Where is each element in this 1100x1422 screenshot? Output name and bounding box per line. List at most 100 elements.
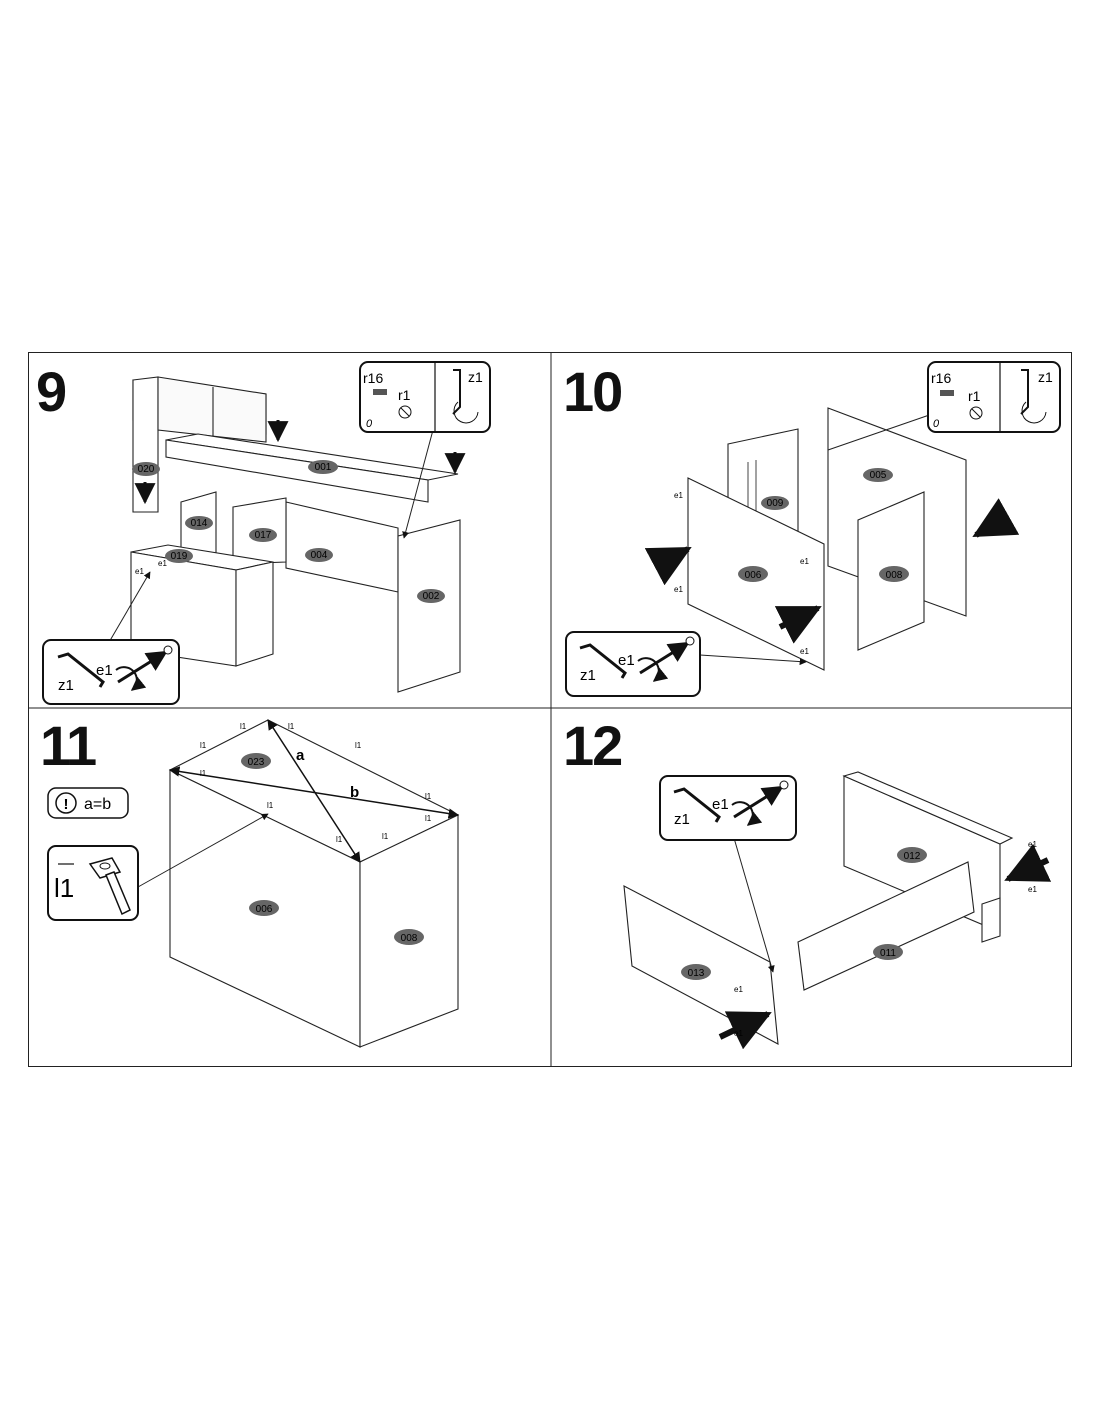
step-10-illustration: [687, 407, 967, 671]
cam-lock-icon: [969, 406, 983, 420]
step-9-tool-callout: z1 e1: [42, 639, 180, 705]
step-10-part-labels: 009 005 006 008 e1 e1 e1 e1: [674, 468, 909, 656]
part-label-014: 014: [191, 518, 208, 529]
screw-insert-arrow-icon: [639, 636, 695, 675]
label-e1-a: e1: [135, 567, 144, 576]
part-label-006: 006: [256, 904, 273, 915]
part-label-001: 001: [315, 462, 332, 473]
callout-label-r16: r16: [931, 370, 951, 386]
svg-text:!: !: [64, 796, 69, 813]
nail-label-4: l1: [355, 741, 362, 750]
nail-label-3: l1: [200, 741, 207, 750]
step-number-9: 9: [36, 360, 67, 423]
callout-label-r1: r1: [398, 387, 411, 403]
callout-label-o: 0: [933, 418, 940, 430]
allen-key-icon: [57, 652, 105, 688]
diagonal-label-b: b: [350, 784, 359, 801]
step-9-illustration: [130, 376, 461, 693]
desk-top-001: [165, 439, 429, 503]
nail-label-5: l1: [200, 769, 207, 778]
part-label-017: 017: [255, 530, 272, 541]
callout-label-e1: e1: [618, 652, 635, 669]
callout-label-e1: e1: [96, 662, 113, 679]
step-10-tool-callout: z1 e1: [565, 631, 701, 697]
part-label-020: 020: [138, 464, 155, 475]
callout-label-o: 0: [366, 418, 373, 430]
step-9-part-labels: 020 001 014 017 004 019 002 e1 e1: [132, 460, 445, 603]
hutch-back: [157, 376, 267, 443]
step-10-leader-lines: [699, 411, 939, 666]
callout-label-r16: r16: [363, 370, 383, 386]
instruction-sheet: 020 001 014 017 004 019 002 e1 e1 r16 r1…: [28, 352, 1072, 1067]
nail-label-8: l1: [425, 814, 432, 823]
rotate-arrow-icon: [637, 657, 669, 682]
step-11-nail-callout: l1: [47, 845, 139, 921]
step-11-labels: 023 006 008 a b l1 l1 l1 l1 l1 l1 l1 l1 …: [200, 722, 432, 945]
label-e1-4: e1: [800, 647, 809, 656]
drawer-side-011: [797, 861, 975, 991]
part-label-008: 008: [886, 570, 903, 581]
drawer-back-top: [842, 771, 1014, 845]
step-9-leader-lines: [107, 429, 434, 645]
nail-code: l1: [54, 873, 74, 903]
panel-004: [285, 501, 399, 593]
part-label-005: 005: [870, 470, 887, 481]
dowel-icon: [373, 389, 387, 395]
side-panel-002: [397, 519, 461, 693]
part-label-004: 004: [311, 550, 328, 561]
label-e1-3: e1: [734, 985, 743, 994]
rotate-arrow-icon: [115, 666, 147, 691]
step-11-illustration: [168, 719, 460, 1048]
step-number-12: 12: [563, 714, 623, 777]
nail-label-7: l1: [267, 801, 274, 810]
nail-label-2: l1: [288, 722, 295, 731]
cabinet-side: [235, 561, 274, 667]
step-11-leader-lines: [137, 813, 269, 888]
nail-label-6: l1: [425, 792, 432, 801]
callout-label-e1: e1: [712, 796, 729, 813]
callout-label-z1: z1: [468, 369, 483, 385]
label-e1-1: e1: [674, 491, 683, 500]
part-label-008: 008: [401, 933, 418, 944]
step-9-hardware-callout: r16 r1 z1 0: [359, 361, 491, 433]
step-12-leader-lines: [733, 837, 775, 973]
nail-label-10: l1: [382, 832, 389, 841]
step-12-arrows: [718, 843, 1052, 1050]
part-label-019: 019: [171, 551, 188, 562]
screw-insert-arrow-icon: [733, 780, 789, 819]
dowel-icon: [940, 390, 954, 396]
warning-icon: !: [55, 792, 77, 814]
label-e1-2: e1: [674, 585, 683, 594]
callout-label-z1: z1: [58, 677, 74, 694]
callout-label-z1: z1: [674, 811, 690, 828]
rotate-arrow-icon: [731, 801, 763, 826]
rule-text: a=b: [84, 796, 111, 813]
part-label-011: 011: [880, 948, 896, 959]
label-e1-1: e1: [1028, 840, 1037, 849]
sheet-border: [28, 352, 1072, 1067]
drawer-back-edge: [981, 897, 1001, 943]
callout-label-z1: z1: [1038, 369, 1053, 385]
label-e1-b: e1: [158, 559, 167, 568]
diagonal-label-a: a: [296, 747, 305, 764]
nail-label-9: l1: [336, 835, 343, 844]
label-e1-2: e1: [1028, 885, 1037, 894]
screwdriver-icon: [452, 369, 479, 424]
allen-key-icon: [673, 787, 721, 823]
screw-insert-arrow-icon: [117, 645, 173, 684]
part-label-009: 009: [767, 498, 784, 509]
step-12-part-labels: 012 011 013 e1 e1 e1 e1: [681, 840, 1037, 1038]
step-11-diagonals: [168, 719, 460, 863]
nail-label-1: l1: [240, 722, 247, 731]
callout-label-r1: r1: [968, 388, 981, 404]
step-9-arrows: [134, 420, 466, 505]
part-label-002: 002: [423, 591, 440, 602]
callout-label-z1: z1: [580, 667, 596, 684]
instruction-grid: 020 001 014 017 004 019 002 e1 e1 r16 r1…: [28, 352, 1072, 1067]
step-11-rule-badge: ! a=b: [47, 787, 129, 819]
step-number-11: 11: [40, 714, 97, 777]
step-10-arrows: [644, 498, 1020, 644]
screwdriver-icon: [1020, 369, 1047, 424]
label-e1-4: e1: [734, 1029, 743, 1038]
label-e1-3: e1: [800, 557, 809, 566]
